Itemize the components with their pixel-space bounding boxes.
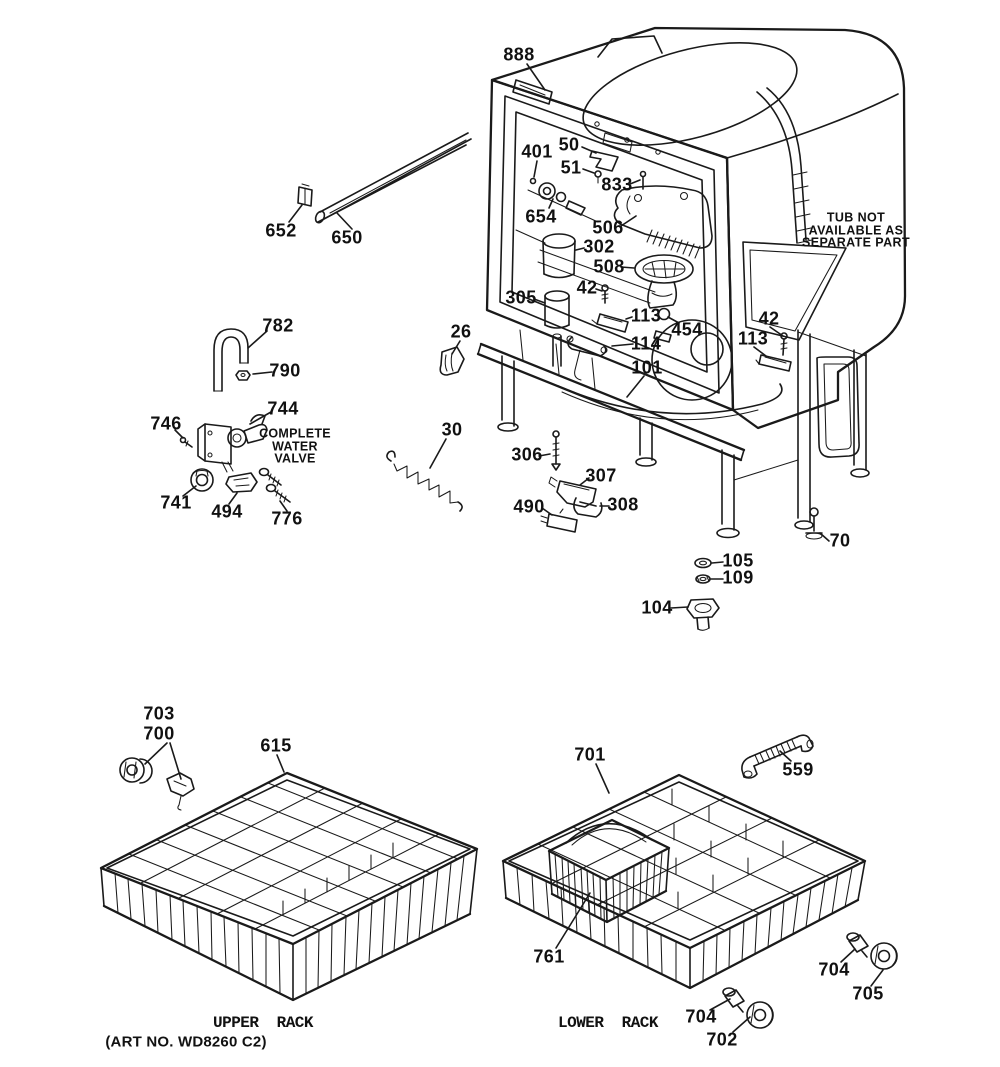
bearing-654 (527, 182, 599, 223)
part-label-776: 776 (271, 508, 303, 529)
washer-109 (695, 574, 711, 584)
cylinder-305 (544, 290, 570, 367)
silverware-basket-761 (547, 818, 671, 924)
screw-401 (529, 177, 537, 185)
part-label-654: 654 (525, 206, 557, 227)
part-label-113-right: 113 (737, 328, 769, 349)
part-label-782: 782 (262, 315, 294, 336)
screw-70 (805, 507, 823, 540)
part-label-490: 490 (513, 496, 545, 517)
complete-water-valve-note: COMPLETE WATER VALVE (259, 426, 331, 466)
part-label-454: 454 (671, 319, 703, 340)
tub-not-available-note: TUB NOT AVAILABLE AS SEPARATE PART (802, 210, 910, 250)
washer-105 (694, 557, 712, 569)
leader-lines (144, 63, 884, 1033)
screw-42-right (780, 332, 788, 356)
part-label-702: 702 (706, 1029, 738, 1050)
clip-652 (297, 183, 313, 207)
sump-101 (557, 319, 783, 421)
part-label-51: 51 (560, 157, 582, 178)
bracket-307 (548, 476, 597, 508)
part-label-761: 761 (533, 946, 565, 967)
part-label-302: 302 (583, 236, 615, 257)
clip-50 (589, 150, 619, 172)
part-label-109: 109 (722, 567, 754, 588)
part-label-101: 101 (631, 357, 663, 378)
part-label-790: 790 (269, 360, 301, 381)
part-label-401: 401 (521, 141, 553, 162)
screws-776 (258, 467, 291, 503)
bolt-104 (686, 598, 720, 631)
part-label-615: 615 (260, 735, 292, 756)
part-label-746: 746 (150, 413, 182, 434)
part-label-494: 494 (211, 501, 243, 522)
door-seal-650 (314, 132, 472, 224)
part-label-652: 652 (265, 220, 297, 241)
part-label-741: 741 (160, 492, 192, 513)
part-label-704-bottom: 704 (685, 1006, 717, 1027)
upper-rack-caption: UPPER RACK (212, 1014, 314, 1032)
cap-741 (190, 468, 214, 492)
part-label-26: 26 (450, 321, 472, 342)
part-label-744: 744 (267, 398, 299, 419)
part-label-104: 104 (641, 597, 673, 618)
grommet-454 (653, 307, 672, 343)
screw-306 (551, 430, 561, 471)
bracket-113-center (591, 313, 629, 333)
part-label-105: 105 (722, 550, 754, 571)
part-label-508: 508 (593, 256, 625, 277)
switch-490 (540, 508, 578, 533)
part-label-506: 506 (592, 217, 624, 238)
part-label-308: 308 (607, 494, 639, 515)
part-label-705: 705 (852, 983, 884, 1004)
part-label-305: 305 (505, 287, 537, 308)
upper-rack (99, 771, 479, 1002)
wheel-705 (870, 942, 898, 970)
part-label-700: 700 (143, 723, 175, 744)
part-label-559: 559 (782, 759, 814, 780)
cover-506 (613, 185, 713, 259)
part-label-888: 888 (503, 44, 535, 65)
screw-746 (179, 436, 193, 448)
foot-308 (573, 497, 603, 518)
tub-interior-parts (515, 150, 783, 421)
nut-790 (235, 370, 251, 381)
stem-704-right (846, 932, 869, 958)
lower-rack (501, 773, 867, 990)
stem-704-bottom (722, 987, 745, 1013)
part-label-306: 306 (511, 444, 543, 465)
roller-703 (119, 757, 153, 784)
part-label-42-center: 42 (576, 277, 598, 298)
bracket-26 (439, 346, 465, 376)
spring-30 (386, 450, 463, 512)
bracket-113-right (755, 354, 792, 372)
part-label-113-center: 113 (630, 305, 662, 326)
part-label-650: 650 (331, 227, 363, 248)
part-label-701: 701 (574, 744, 606, 765)
part-label-50: 50 (558, 134, 580, 155)
part-label-70: 70 (829, 530, 851, 551)
art-number: (ART NO. WD8260 C2) (105, 1033, 267, 1051)
cylinder-302 (542, 233, 576, 279)
screw-51 (594, 170, 602, 184)
access-panel (742, 241, 847, 341)
part-label-42-right: 42 (758, 308, 780, 329)
bracket-494 (225, 472, 258, 493)
hose-559 (741, 734, 814, 779)
part-label-307: 307 (585, 465, 617, 486)
part-label-30: 30 (441, 419, 463, 440)
wheel-702 (746, 1001, 774, 1029)
part-label-703: 703 (143, 703, 175, 724)
lower-rack-caption: LOWER RACK (557, 1014, 659, 1032)
part-label-114: 114 (630, 333, 662, 354)
grate-508 (634, 254, 694, 309)
fill-tube (816, 356, 860, 458)
part-label-833: 833 (601, 174, 633, 195)
water-valve-744 (197, 414, 268, 473)
wire-114 (566, 335, 608, 381)
part-label-704-right: 704 (818, 959, 850, 980)
hose-782 (213, 328, 249, 392)
